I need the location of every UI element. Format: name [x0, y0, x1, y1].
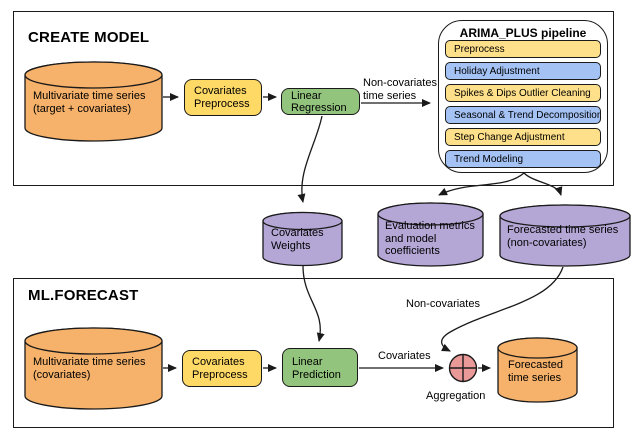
multivariate-covariates-label: Multivariate time series (covariates) — [33, 356, 146, 381]
non-covariates-label: Non-covariates — [406, 298, 480, 310]
linear-prediction-node: Linear Prediction — [282, 348, 358, 387]
ml-forecast-title: ML.FORECAST — [28, 287, 139, 304]
arrow-pipeline-to-forecast-noncov — [523, 172, 563, 196]
non-covariates-time-series-label: Non-covariates time series — [363, 77, 437, 102]
forecasted-time-series-cylinder — [497, 337, 578, 403]
arima-plus-pipeline-box: ARIMA_PLUS pipeline Preprocess Holiday A… — [438, 20, 608, 173]
covariates-preprocess-node-top: Covariates Preprocess — [184, 79, 262, 116]
pipeline-step-seasonal-trend: Seasonal & Trend Decomposition — [445, 106, 601, 124]
multivariate-target-covariates-label: Multivariate time series (target + covar… — [33, 90, 146, 115]
evaluation-metrics-label: Evaluation metrics and model coefficient… — [385, 220, 475, 257]
create-model-section-frame — [13, 11, 614, 186]
arrow-regression-to-weights — [297, 115, 323, 203]
pipeline-step-spikes-dips: Spikes & Dips Outlier Cleaning — [445, 84, 601, 102]
forecasted-non-covariates-cylinder — [499, 204, 631, 267]
pipeline-step-trend-modeling: Trend Modeling — [445, 150, 601, 168]
pipeline-step-step-change: Step Change Adjustment — [445, 128, 601, 146]
create-model-title: CREATE MODEL — [28, 29, 150, 46]
arrow-pipeline-to-evaluation — [438, 172, 525, 196]
forecasted-time-series-label: Forecasted time series — [508, 359, 564, 384]
arima-plus-pipeline-title: ARIMA_PLUS pipeline — [459, 26, 587, 40]
pipeline-step-holiday-adjustment: Holiday Adjustment — [445, 62, 601, 80]
covariates-preprocess-node-bottom: Covariates Preprocess — [182, 350, 262, 387]
multivariate-covariates-cylinder — [24, 327, 163, 410]
aggregation-node-icon — [448, 353, 478, 383]
evaluation-metrics-cylinder — [377, 202, 484, 267]
forecasted-non-covariates-label: Forecasted time series (non-covariates) — [507, 224, 619, 249]
arrow-forecast-noncov-to-aggregation — [440, 266, 564, 352]
pipeline-step-preprocess: Preprocess — [445, 40, 601, 58]
multivariate-target-covariates-cylinder — [24, 61, 163, 142]
covariates-weights-label: Covariates Weights — [271, 227, 324, 252]
aggregation-label: Aggregation — [426, 390, 486, 402]
covariates-label: Covariates — [378, 350, 431, 362]
ml-forecast-section-frame — [13, 278, 614, 428]
arrow-weights-to-prediction — [302, 265, 325, 342]
linear-regression-node: Linear Regression — [281, 88, 360, 115]
covariates-weights-cylinder — [262, 211, 343, 267]
connector-arrows — [163, 93, 564, 372]
